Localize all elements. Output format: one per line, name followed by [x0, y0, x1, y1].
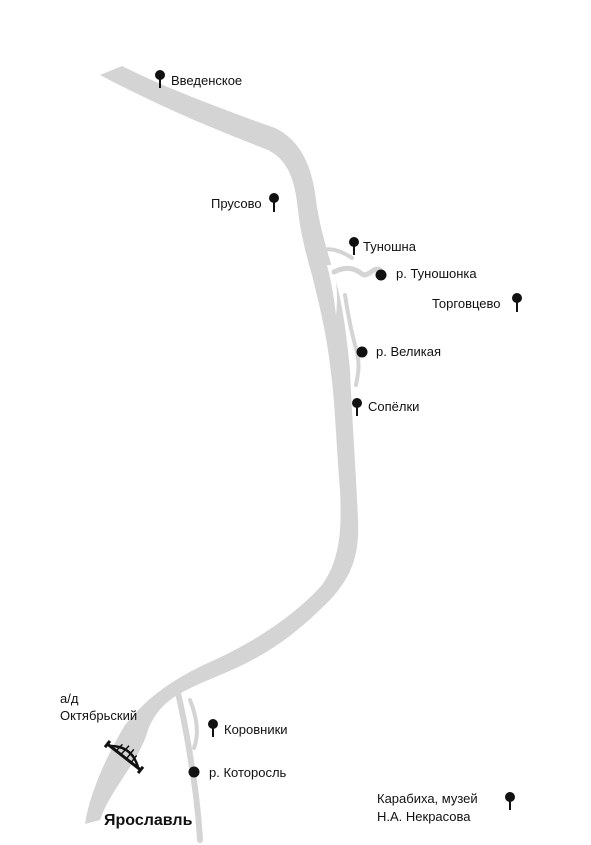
label-tunoshonka: р. Туношонка [396, 266, 477, 281]
label-tunoshna: Туношна [363, 239, 416, 254]
pin-prusovo [269, 193, 279, 212]
dot-velikaya [356, 346, 368, 358]
river-island [327, 265, 337, 315]
tunoshna-channel [320, 247, 354, 260]
bridge-icon [103, 739, 145, 775]
pin-vvedenskoe [155, 70, 165, 88]
pin-korovniki [208, 719, 218, 737]
label-bridge-line2: Октябрьский [60, 708, 138, 723]
label-kotorosl: р. Которосль [209, 765, 287, 780]
pin-tunoshna [349, 237, 359, 255]
pin-sopelki [352, 398, 362, 416]
pin-karabikha [505, 792, 515, 810]
label-torgovtsevo: Торговцево [432, 296, 501, 311]
pin-torgovtsevo [512, 293, 522, 312]
label-velikaya: р. Великая [376, 344, 442, 359]
dot-kotorosl [188, 766, 200, 778]
label-bridge-line1: а/д [60, 691, 79, 706]
label-vvedenskoe: Введенское [171, 73, 243, 88]
label-korovniki: Коровники [224, 722, 288, 737]
label-sopelki: Сопёлки [368, 399, 420, 414]
tunoshonka-river [331, 265, 383, 278]
kotorosl-river [175, 690, 203, 843]
volga-river [85, 66, 359, 824]
dot-tunoshonka [375, 269, 387, 281]
kotorosl-branch [188, 698, 199, 750]
label-karabikha-line1: Карабиха, музей [377, 791, 478, 806]
label-karabikha-line2: Н.А. Некрасова [377, 809, 471, 824]
label-prusovo: Прусово [211, 196, 262, 211]
label-city: Ярославль [104, 812, 193, 829]
